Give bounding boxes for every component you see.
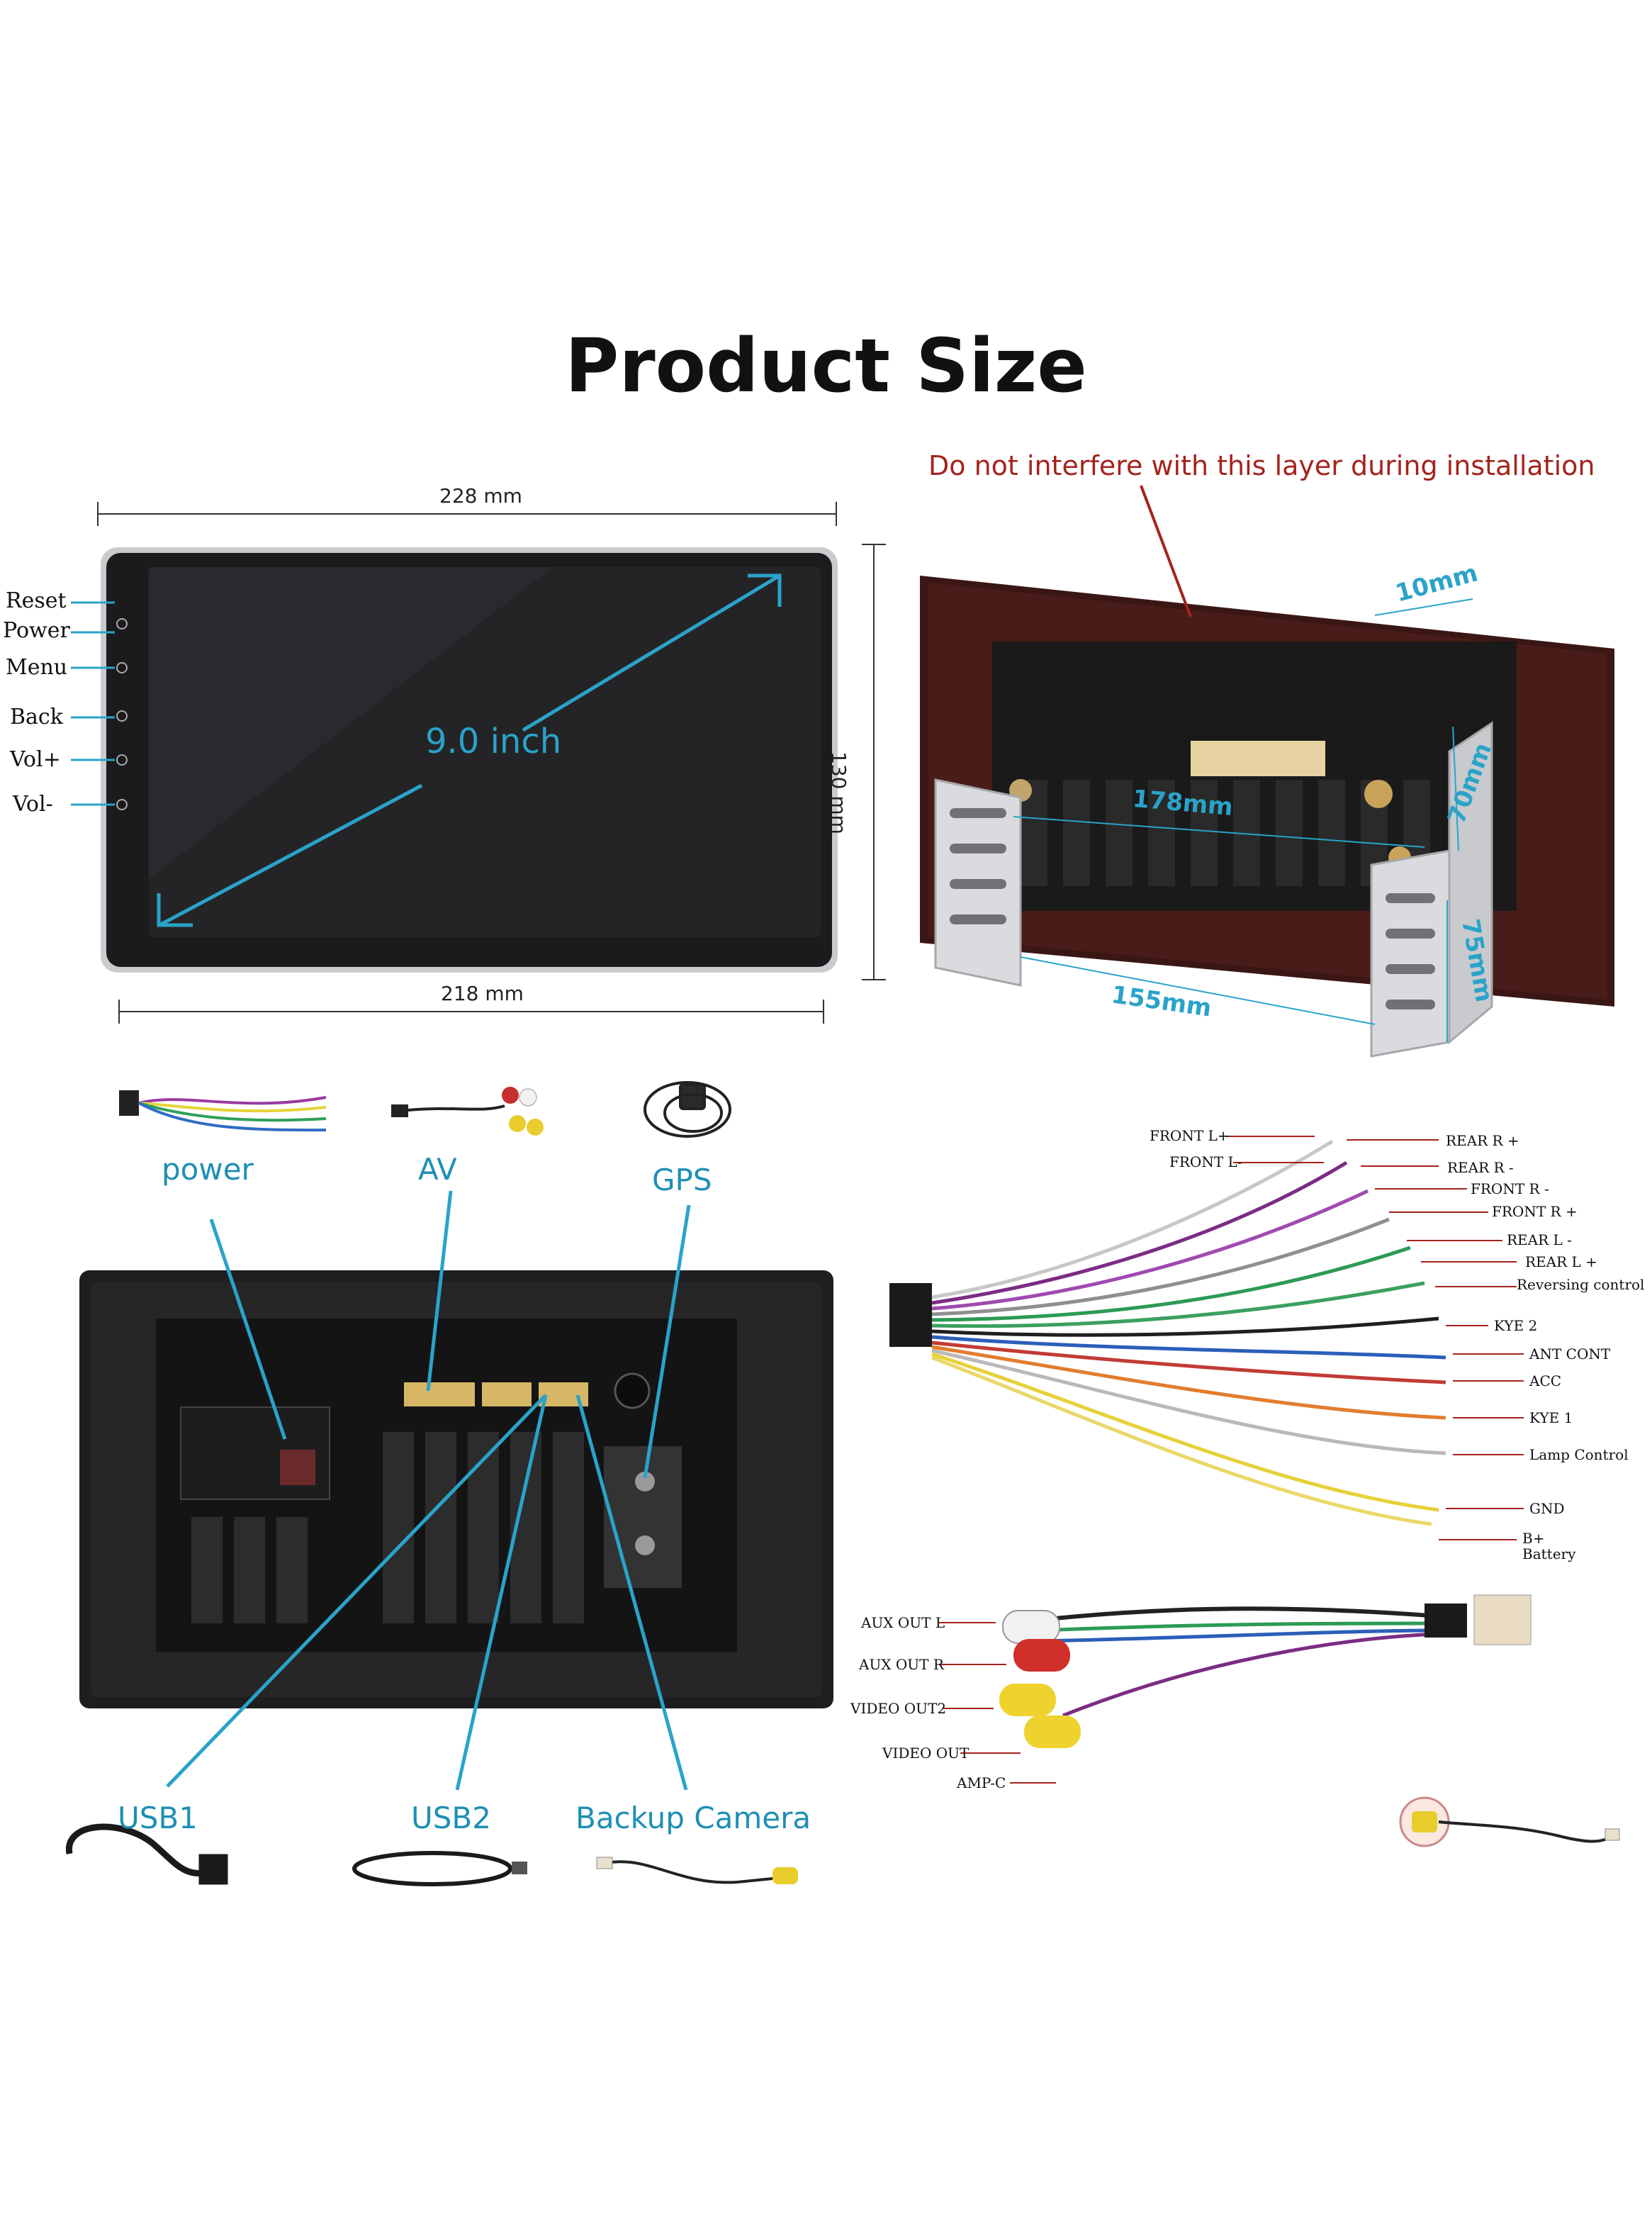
gps-antenna-thumb [644, 1081, 731, 1138]
chassis-dimension-lines [1013, 598, 1473, 1042]
wire-front-r-minus: FRONT R - [1471, 1180, 1549, 1197]
wire-acc: ACC [1529, 1372, 1562, 1389]
usb2-cable-thumb [352, 1851, 527, 1886]
chassis-photo [920, 576, 1614, 1058]
camera-cable-thumb [596, 1857, 798, 1884]
page-title: Product Size [565, 323, 1087, 409]
screen-diagonal: 9.0 inch [425, 722, 562, 761]
warning-pointer [1140, 485, 1192, 617]
usb1-cable-thumb [66, 1823, 228, 1885]
av-cable-thumb [391, 1087, 544, 1136]
label-power: power [162, 1152, 254, 1187]
label-av: AV [418, 1152, 457, 1187]
wire-front-r-plus: FRONT R + [1492, 1203, 1578, 1220]
av-harness-diagram [999, 1594, 1532, 1748]
wire-reversing-control: Reversing control [1517, 1276, 1645, 1293]
screen-height: 130 mm [827, 751, 850, 834]
power-harness-diagram [889, 1139, 1446, 1526]
av-video-out: VIDEO OUT [882, 1745, 970, 1762]
av-amp-c: AMP-C [957, 1774, 1006, 1791]
button-label-menu: Menu [6, 655, 68, 680]
camera-connector-thumb [1399, 1796, 1620, 1847]
wire-rear-l-plus: REAR L + [1525, 1253, 1597, 1270]
button-label-vol-down: Vol- [13, 792, 53, 817]
unit-rear-photo [79, 1270, 833, 1708]
label-usb2: USB2 [411, 1801, 491, 1835]
av-aux-out-r: AUX OUT R [859, 1656, 944, 1673]
label-backup-camera: Backup Camera [575, 1801, 811, 1835]
harness-leader-lines [1226, 1136, 1524, 1540]
button-leader-lines [71, 601, 115, 806]
av-video-out2: VIDEO OUT2 [850, 1700, 947, 1717]
screen-width-top: 228 mm [439, 484, 522, 508]
screen-side-buttons [116, 618, 128, 810]
wire-kye1: KYE 1 [1529, 1409, 1573, 1426]
button-label-reset: Reset [6, 588, 67, 613]
wire-b-plus: B+ [1522, 1530, 1545, 1547]
install-warning: Do not interfere with this layer during … [928, 450, 1595, 481]
wire-front-l-plus: FRONT L+ [1150, 1127, 1230, 1144]
power-harness-thumb [119, 1090, 327, 1132]
button-label-power: Power [3, 618, 70, 643]
wire-battery: Battery [1522, 1545, 1576, 1562]
label-usb1: USB1 [118, 1801, 198, 1835]
av-aux-out-l: AUX OUT L [861, 1614, 945, 1631]
wire-rear-l-minus: REAR L - [1507, 1231, 1572, 1248]
button-label-back: Back [10, 705, 63, 729]
wire-rear-r-minus: REAR R - [1447, 1159, 1514, 1176]
label-gps: GPS [652, 1163, 712, 1197]
port-pointer-lines [166, 1190, 691, 1791]
wire-kye2: KYE 2 [1494, 1317, 1538, 1334]
wire-lamp-control: Lamp Control [1529, 1446, 1629, 1463]
av-leader-lines [939, 1622, 1056, 1784]
wire-gnd: GND [1529, 1500, 1565, 1517]
wire-front-l-minus: FRONT L- [1169, 1153, 1242, 1170]
dimension-lines [97, 502, 886, 1024]
wire-ant-cont: ANT CONT [1529, 1345, 1611, 1362]
screen-width-bottom: 218 mm [441, 982, 524, 1005]
diagonal-arrow [157, 573, 782, 927]
button-label-vol-up: Vol+ [10, 747, 61, 772]
wire-rear-r-plus: REAR R + [1446, 1132, 1519, 1149]
